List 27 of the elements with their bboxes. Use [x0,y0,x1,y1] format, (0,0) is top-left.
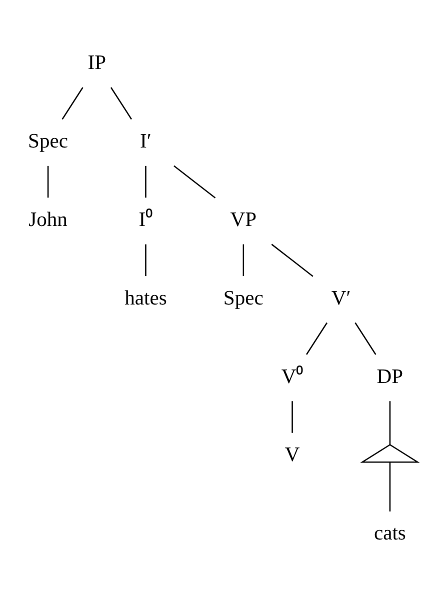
connector [354,322,376,355]
connector [292,401,293,433]
node-text: V [284,444,300,466]
node-text: hates [124,287,167,310]
connector [62,87,84,120]
node-text: VP [230,208,257,231]
node-text: I′ [140,130,152,153]
connector [389,401,391,445]
connector [242,244,244,276]
connector [145,166,146,198]
connector [110,87,132,120]
connector [271,244,314,277]
node-text: V′ [331,287,351,310]
node-text: IP [88,52,106,74]
connector [174,165,216,198]
node-text: Spec [223,287,264,310]
node-text: Spec [28,130,68,153]
connector [389,462,391,512]
connector [145,244,146,276]
node-text: I⁰ [138,208,153,231]
node-text: V⁰ [281,366,304,388]
node-text: John [28,208,68,231]
node-triangle [360,444,420,463]
node-text: DP [376,366,404,388]
connector [47,166,49,198]
node-text: cats [374,522,406,545]
connector [306,322,328,355]
